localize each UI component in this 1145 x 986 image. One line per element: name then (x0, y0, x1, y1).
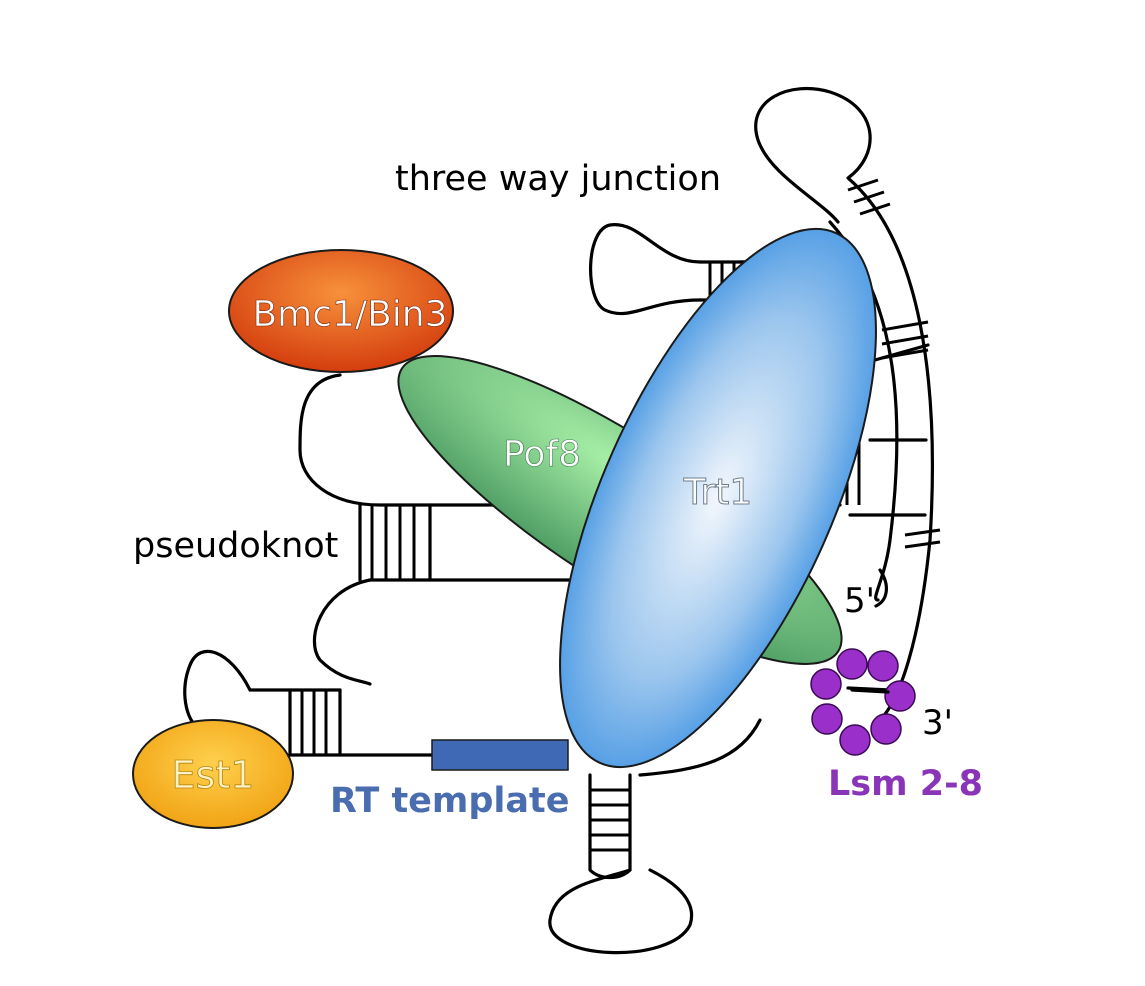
lsm-ring (810, 648, 916, 756)
lsm-subunit (884, 680, 916, 712)
lsm-subunit (810, 668, 842, 700)
three-prime-label: 3' (922, 703, 953, 743)
lsm-subunit (867, 650, 899, 682)
five-prime-tail (874, 568, 888, 608)
rt-template-bar (431, 739, 569, 771)
est1-protein (132, 719, 294, 829)
pof8-label: Pof8 (503, 434, 581, 475)
est1-label: Est1 (172, 753, 255, 797)
five-prime-label: 5' (844, 581, 875, 621)
pseudoknot-label: pseudoknot (133, 526, 338, 566)
trt1-label: Trt1 (683, 472, 753, 513)
three-way-junction-label: three way junction (395, 159, 721, 199)
rt-template-label: RT template (330, 781, 570, 821)
three-prime-tail (846, 686, 892, 692)
lsm-subunit (836, 648, 868, 680)
bmc1-bin3-label: Bmc1/Bin3 (252, 294, 447, 335)
lsm-subunit (811, 703, 843, 735)
lsm-subunit (839, 724, 871, 756)
trt1-protein (559, 227, 877, 769)
bmc1-bin3-protein (228, 249, 454, 373)
lsm-label: Lsm 2-8 (828, 764, 983, 804)
lsm-subunit (870, 713, 902, 745)
